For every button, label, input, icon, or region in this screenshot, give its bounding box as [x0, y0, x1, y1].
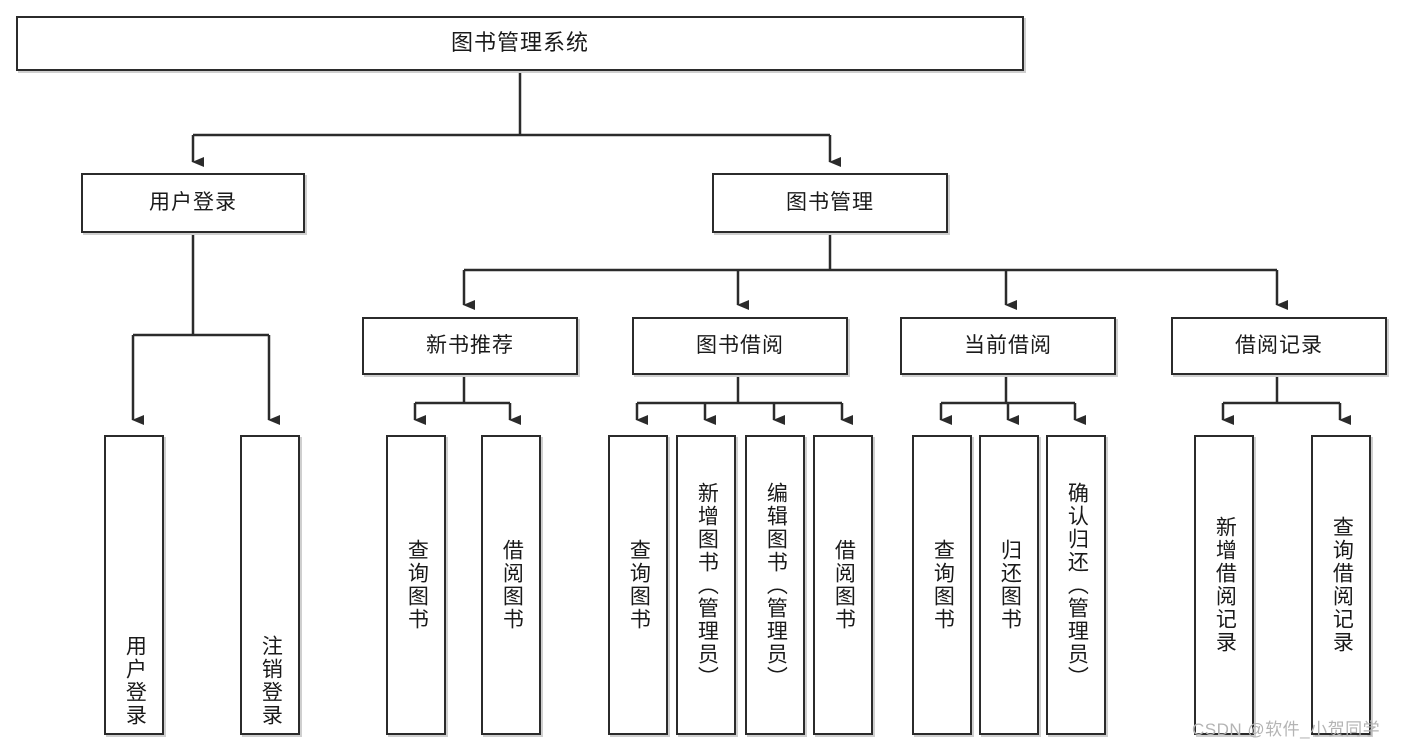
node-leaf-add-book[interactable]: 新增图书（管理员） [676, 435, 736, 735]
node-leaf-query-book-2-label: 查询图书 [627, 539, 651, 631]
node-book-manage-label: 图书管理 [786, 191, 874, 215]
node-leaf-query-record[interactable]: 查询借阅记录 [1311, 435, 1371, 735]
node-current-borrow-label: 当前借阅 [964, 334, 1052, 358]
node-leaf-edit-book-label: 编辑图书（管理员） [764, 481, 788, 689]
node-leaf-logout-login-label: 注销登录 [259, 635, 283, 727]
node-leaf-borrow-book-2-label: 借阅图书 [832, 539, 856, 631]
node-leaf-borrow-book-2[interactable]: 借阅图书 [813, 435, 873, 735]
node-leaf-add-record-label: 新增借阅记录 [1213, 516, 1237, 654]
node-leaf-logout-login[interactable]: 注销登录 [240, 435, 300, 735]
watermark: CSDN @软件_小贺同学 [1192, 720, 1381, 739]
node-leaf-query-book-1[interactable]: 查询图书 [386, 435, 446, 735]
node-leaf-query-book-3[interactable]: 查询图书 [912, 435, 972, 735]
node-leaf-borrow-book-1[interactable]: 借阅图书 [481, 435, 541, 735]
node-leaf-query-record-label: 查询借阅记录 [1330, 516, 1354, 654]
node-book-borrow-label: 图书借阅 [696, 334, 784, 358]
node-root[interactable]: 图书管理系统 [16, 16, 1024, 71]
node-current-borrow[interactable]: 当前借阅 [900, 317, 1116, 375]
node-leaf-query-book-3-label: 查询图书 [931, 539, 955, 631]
node-leaf-return-book-label: 归还图书 [998, 539, 1022, 631]
node-new-book-recommend-label: 新书推荐 [426, 334, 514, 358]
node-leaf-confirm-return-label: 确认归还（管理员） [1065, 481, 1089, 689]
node-user-login[interactable]: 用户登录 [81, 173, 305, 233]
node-borrow-record-label: 借阅记录 [1235, 334, 1323, 358]
node-leaf-edit-book[interactable]: 编辑图书（管理员） [745, 435, 805, 735]
node-leaf-confirm-return[interactable]: 确认归还（管理员） [1046, 435, 1106, 735]
node-user-login-label: 用户登录 [149, 191, 237, 215]
node-leaf-user-login-label: 用户登录 [123, 635, 147, 727]
node-book-manage[interactable]: 图书管理 [712, 173, 948, 233]
node-root-label: 图书管理系统 [450, 30, 589, 56]
node-leaf-user-login[interactable]: 用户登录 [104, 435, 164, 735]
node-borrow-record[interactable]: 借阅记录 [1171, 317, 1387, 375]
node-book-borrow[interactable]: 图书借阅 [632, 317, 848, 375]
node-leaf-query-book-1-label: 查询图书 [405, 539, 429, 631]
node-new-book-recommend[interactable]: 新书推荐 [362, 317, 578, 375]
node-leaf-query-book-2[interactable]: 查询图书 [608, 435, 668, 735]
node-leaf-add-book-label: 新增图书（管理员） [695, 481, 719, 689]
node-leaf-borrow-book-1-label: 借阅图书 [500, 539, 524, 631]
node-leaf-add-record[interactable]: 新增借阅记录 [1194, 435, 1254, 735]
node-leaf-return-book[interactable]: 归还图书 [979, 435, 1039, 735]
